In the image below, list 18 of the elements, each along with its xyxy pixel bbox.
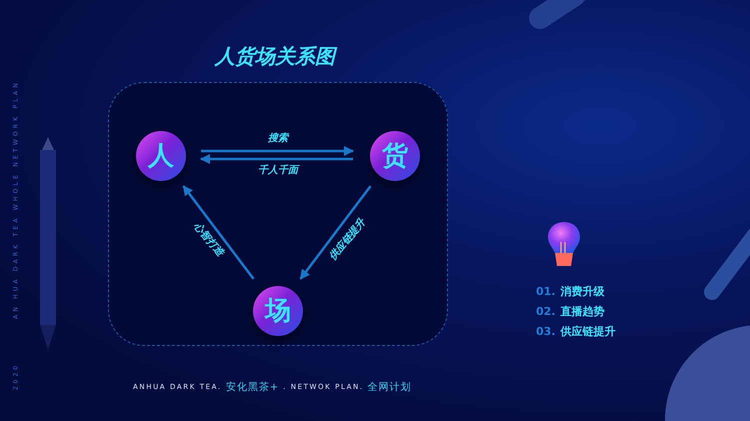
edge-label: 心智打造 (191, 221, 225, 259)
list-item: 直播趋势 (560, 304, 604, 320)
edge-label: 千人千面 (258, 166, 298, 176)
arrow (200, 154, 353, 164)
list-item: 供应链提升 (560, 324, 616, 340)
footer-text: 安化黑茶+ (226, 380, 280, 395)
arrow (300, 185, 372, 280)
list-number: 01. (536, 284, 556, 300)
edge-label: 供应链提升 (328, 218, 368, 262)
list-number: 03. (536, 324, 556, 340)
title: 人货场关系图 (170, 41, 380, 71)
diagram-panel (108, 82, 448, 346)
list-item: 消费升级 (560, 284, 604, 300)
footer-text: 全网计划 (368, 380, 412, 395)
list-number: 02. (536, 304, 556, 320)
arrow (201, 146, 354, 156)
edge-label: 搜索 (268, 134, 288, 144)
arrow (182, 185, 254, 280)
